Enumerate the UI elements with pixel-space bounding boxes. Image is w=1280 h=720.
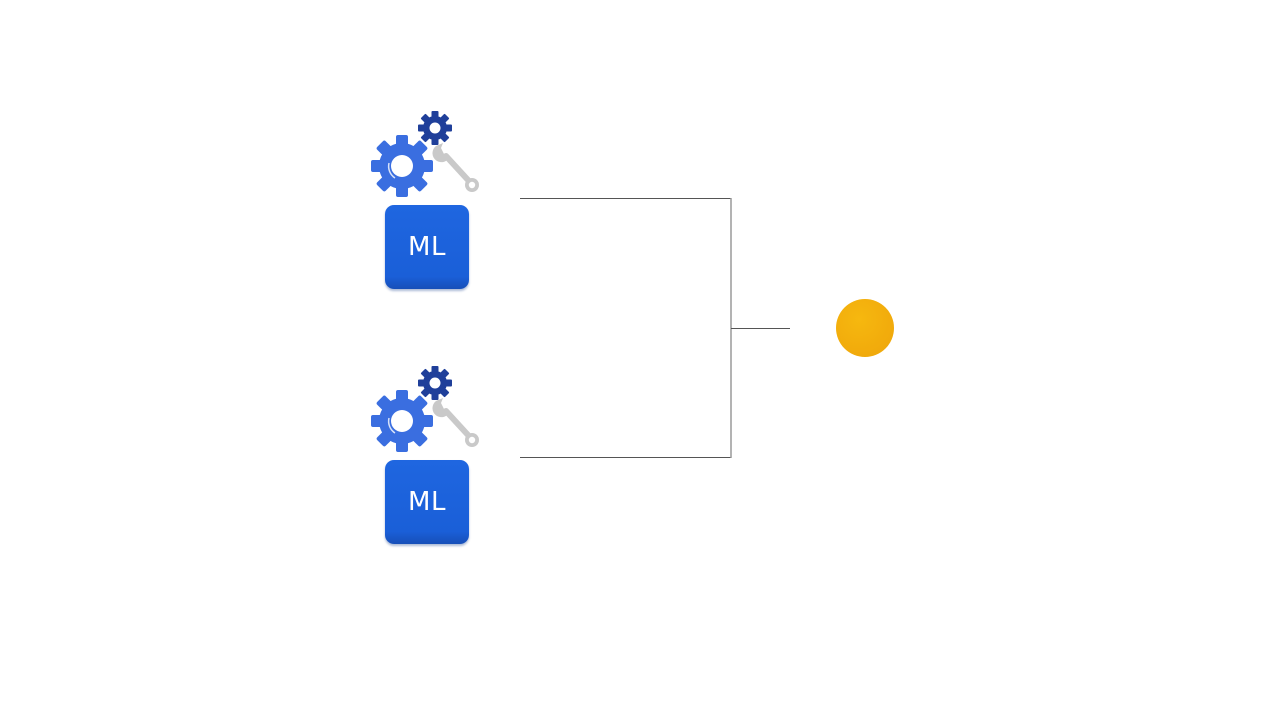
small-gear-icon <box>418 366 452 400</box>
output-dot <box>836 299 894 357</box>
wrench-icon <box>432 143 479 192</box>
model-node-1: ML <box>368 108 488 293</box>
ml-model-label: ML <box>408 487 446 517</box>
ml-model-box: ML <box>385 460 469 544</box>
ml-model-label: ML <box>408 232 446 262</box>
gears-and-wrench-icon <box>371 366 479 452</box>
wrench-icon <box>432 398 479 447</box>
gears-and-wrench-icon <box>371 111 479 197</box>
model-node-2: ML <box>368 363 488 548</box>
large-gear-icon <box>371 390 433 452</box>
ml-model-box: ML <box>385 205 469 289</box>
large-gear-icon <box>371 135 433 197</box>
small-gear-icon <box>418 111 452 145</box>
